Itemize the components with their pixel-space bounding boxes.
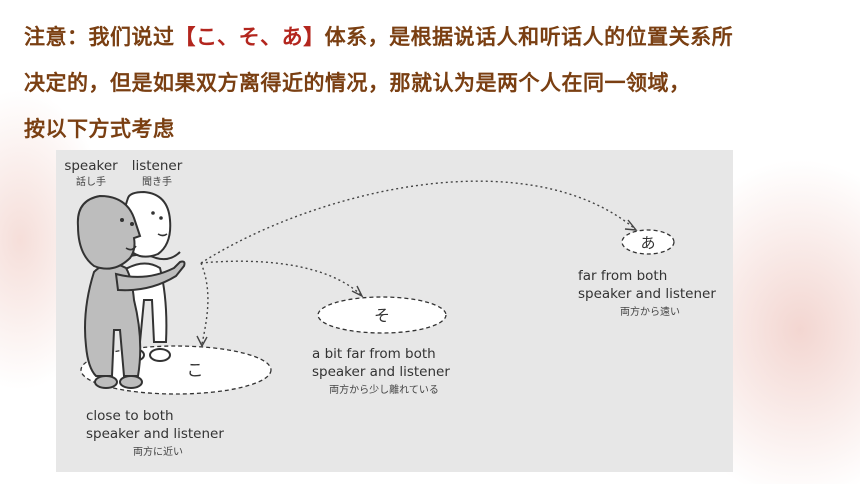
note-line1-suffix: 体系，是根据说话人和听话人的位置关系所 bbox=[324, 25, 734, 49]
zone-ko-kana: こ bbox=[187, 361, 204, 381]
note-kosoa-highlight: 【こ、そ、あ】 bbox=[174, 25, 325, 49]
note-prefix: 注意：我们说过 bbox=[24, 25, 175, 49]
note-paragraph: 注意：我们说过【こ、そ、あ】体系，是根据说话人和听话人的位置关系所 决定的，但是… bbox=[24, 14, 844, 152]
zone-a-desc-line2: speaker and listener bbox=[578, 286, 716, 302]
zone-ko-desc-line1: close to both bbox=[86, 408, 174, 424]
zone-so-desc-jp: 両方から少し離れている bbox=[329, 385, 439, 396]
speaker-label: speaker bbox=[64, 158, 118, 174]
speaker-figure bbox=[76, 194, 186, 389]
zone-a-desc-jp: 両方から遠い bbox=[620, 307, 680, 318]
zone-ko-desc-line2: speaker and listener bbox=[86, 426, 224, 442]
zone-so-kana: そ bbox=[374, 306, 390, 325]
arrow-to-ko bbox=[200, 262, 209, 345]
listener-label: listener bbox=[131, 158, 183, 174]
listener-label-jp: 聞き手 bbox=[142, 177, 172, 188]
arrow-to-so bbox=[200, 260, 362, 296]
zone-so-desc-line1: a bit far from both bbox=[312, 346, 436, 362]
zone-a-kana: あ bbox=[640, 234, 655, 252]
zone-so-desc-line2: speaker and listener bbox=[312, 364, 450, 380]
arrow-to-ko-head bbox=[196, 335, 208, 348]
zone-so-ellipse bbox=[317, 296, 447, 334]
zone-a-ellipse bbox=[621, 229, 675, 255]
kosoa-diagram: こ そ あ speaker 話し手 listener 聞き手 close to … bbox=[56, 150, 733, 472]
arrow-to-a bbox=[200, 180, 635, 264]
zone-a-desc-line1: far from both bbox=[578, 268, 668, 284]
note-line3: 按以下方式考虑 bbox=[24, 117, 175, 141]
diagram-graphics: こ そ あ bbox=[76, 180, 675, 395]
arrow-to-a-head bbox=[624, 219, 638, 231]
note-line2: 决定的，但是如果双方离得近的情况，那就认为是两个人在同一领域， bbox=[24, 71, 691, 95]
speaker-label-jp: 話し手 bbox=[76, 177, 106, 188]
zone-ko-desc-jp: 両方に近い bbox=[133, 447, 183, 458]
arrow-to-so-head bbox=[351, 285, 364, 298]
